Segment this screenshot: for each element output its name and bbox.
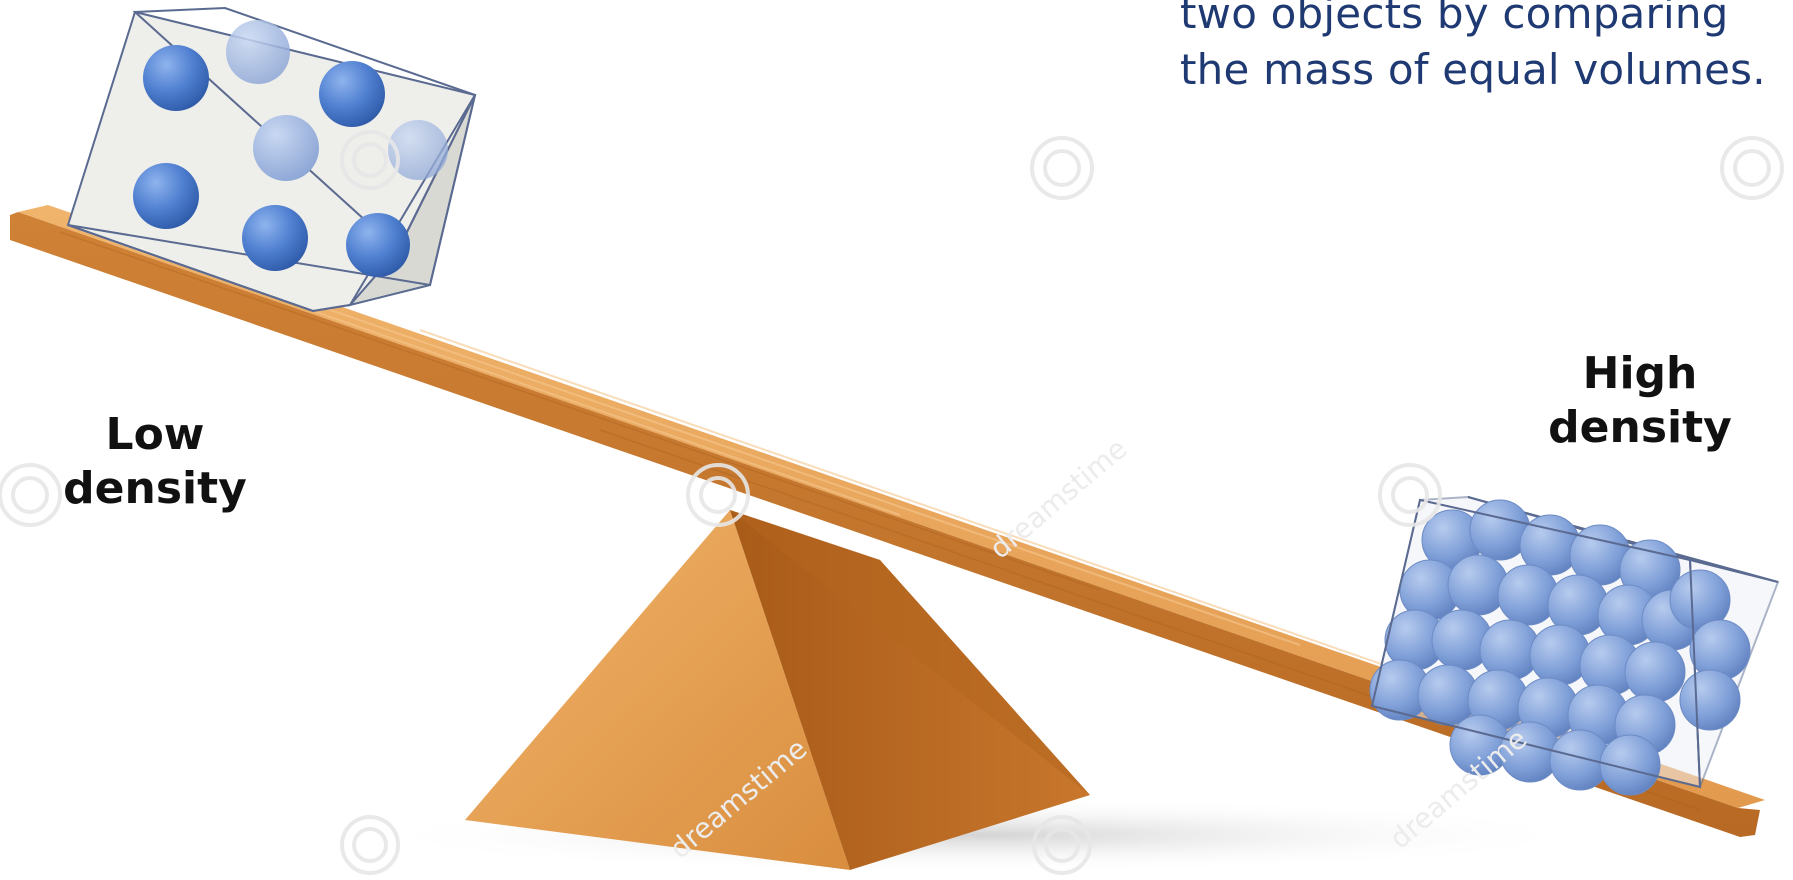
sphere [346,213,410,277]
caption-line-2: the mass of equal volumes. [1180,42,1780,98]
sphere [133,163,199,229]
sphere [253,115,319,181]
sphere [143,45,209,111]
dense-sphere [1530,625,1590,685]
sphere [226,20,290,84]
sphere [242,205,308,271]
caption-text: two objects by comparing the mass of equ… [1180,0,1780,98]
dense-sphere [1448,555,1508,615]
low-density-label: Low density [55,408,255,516]
high-density-label-line-2: density [1530,401,1750,455]
dense-sphere [1498,565,1558,625]
svg-text:dreamstime: dreamstime [983,432,1133,565]
dense-sphere [1680,670,1740,730]
dense-sphere [1690,620,1750,680]
high-density-box [1370,497,1778,795]
sphere [319,61,385,127]
caption-line-1: two objects by comparing [1180,0,1780,42]
high-density-label: High density [1530,347,1750,455]
low-density-label-line-1: Low [55,408,255,462]
dense-sphere [1625,642,1685,702]
low-density-label-line-2: density [55,462,255,516]
high-density-label-line-1: High [1530,347,1750,401]
